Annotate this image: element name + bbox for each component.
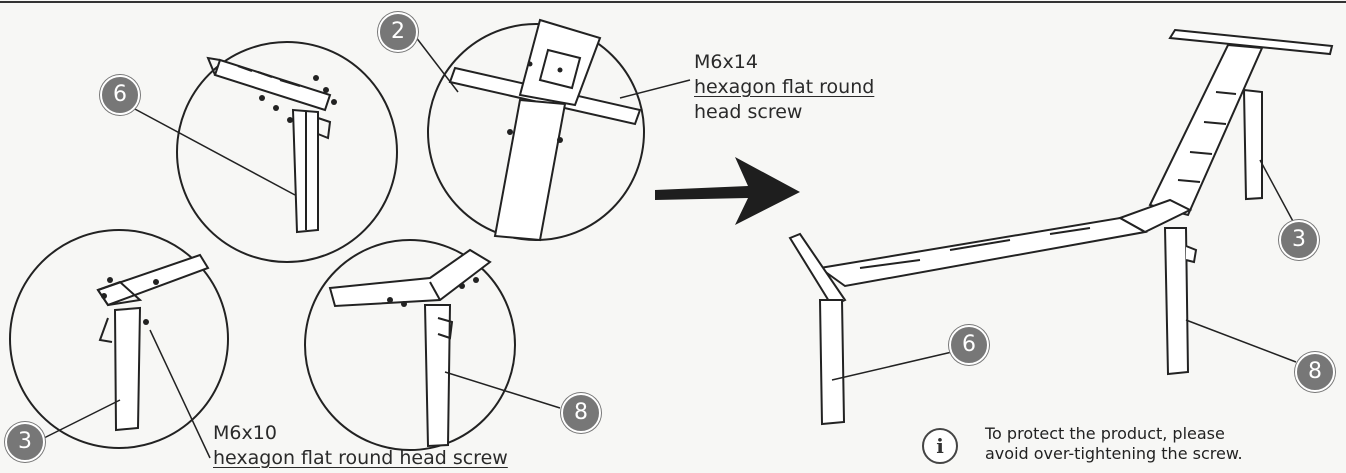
caution-note: To protect the product, please avoid ove… xyxy=(985,424,1243,464)
caution-note-line2: avoid over-tightening the screw. xyxy=(985,444,1243,463)
detail-circle-corner-3 xyxy=(9,229,229,459)
m6x14-spec-label: M6x14 xyxy=(694,51,758,73)
part-badge-8-assembled: 8 xyxy=(1295,352,1335,392)
part-badge-3-assembled: 3 xyxy=(1279,220,1319,260)
part-badge-6: 6 xyxy=(100,75,140,115)
m6x14-desc-line2: head screw xyxy=(694,101,803,123)
m6x14-desc-line1: hexagon flat round xyxy=(694,76,875,98)
m6x10-desc: hexagon flat round head screw xyxy=(213,447,508,469)
info-icon: i xyxy=(922,428,958,464)
caution-note-line1: To protect the product, please xyxy=(985,424,1225,443)
detail-circle-corner-8 xyxy=(304,239,561,451)
detail-circle-junction-2 xyxy=(411,18,691,242)
part-badge-2: 2 xyxy=(378,12,418,52)
assembled-frame xyxy=(788,28,1334,426)
m6x10-spec-label: M6x10 xyxy=(213,422,277,444)
detail-circle-corner-6 xyxy=(132,41,398,263)
part-badge-8: 8 xyxy=(561,393,601,433)
part-badge-3: 3 xyxy=(5,422,45,462)
direction-arrow xyxy=(655,157,800,225)
part-badge-6-assembled: 6 xyxy=(949,325,989,365)
